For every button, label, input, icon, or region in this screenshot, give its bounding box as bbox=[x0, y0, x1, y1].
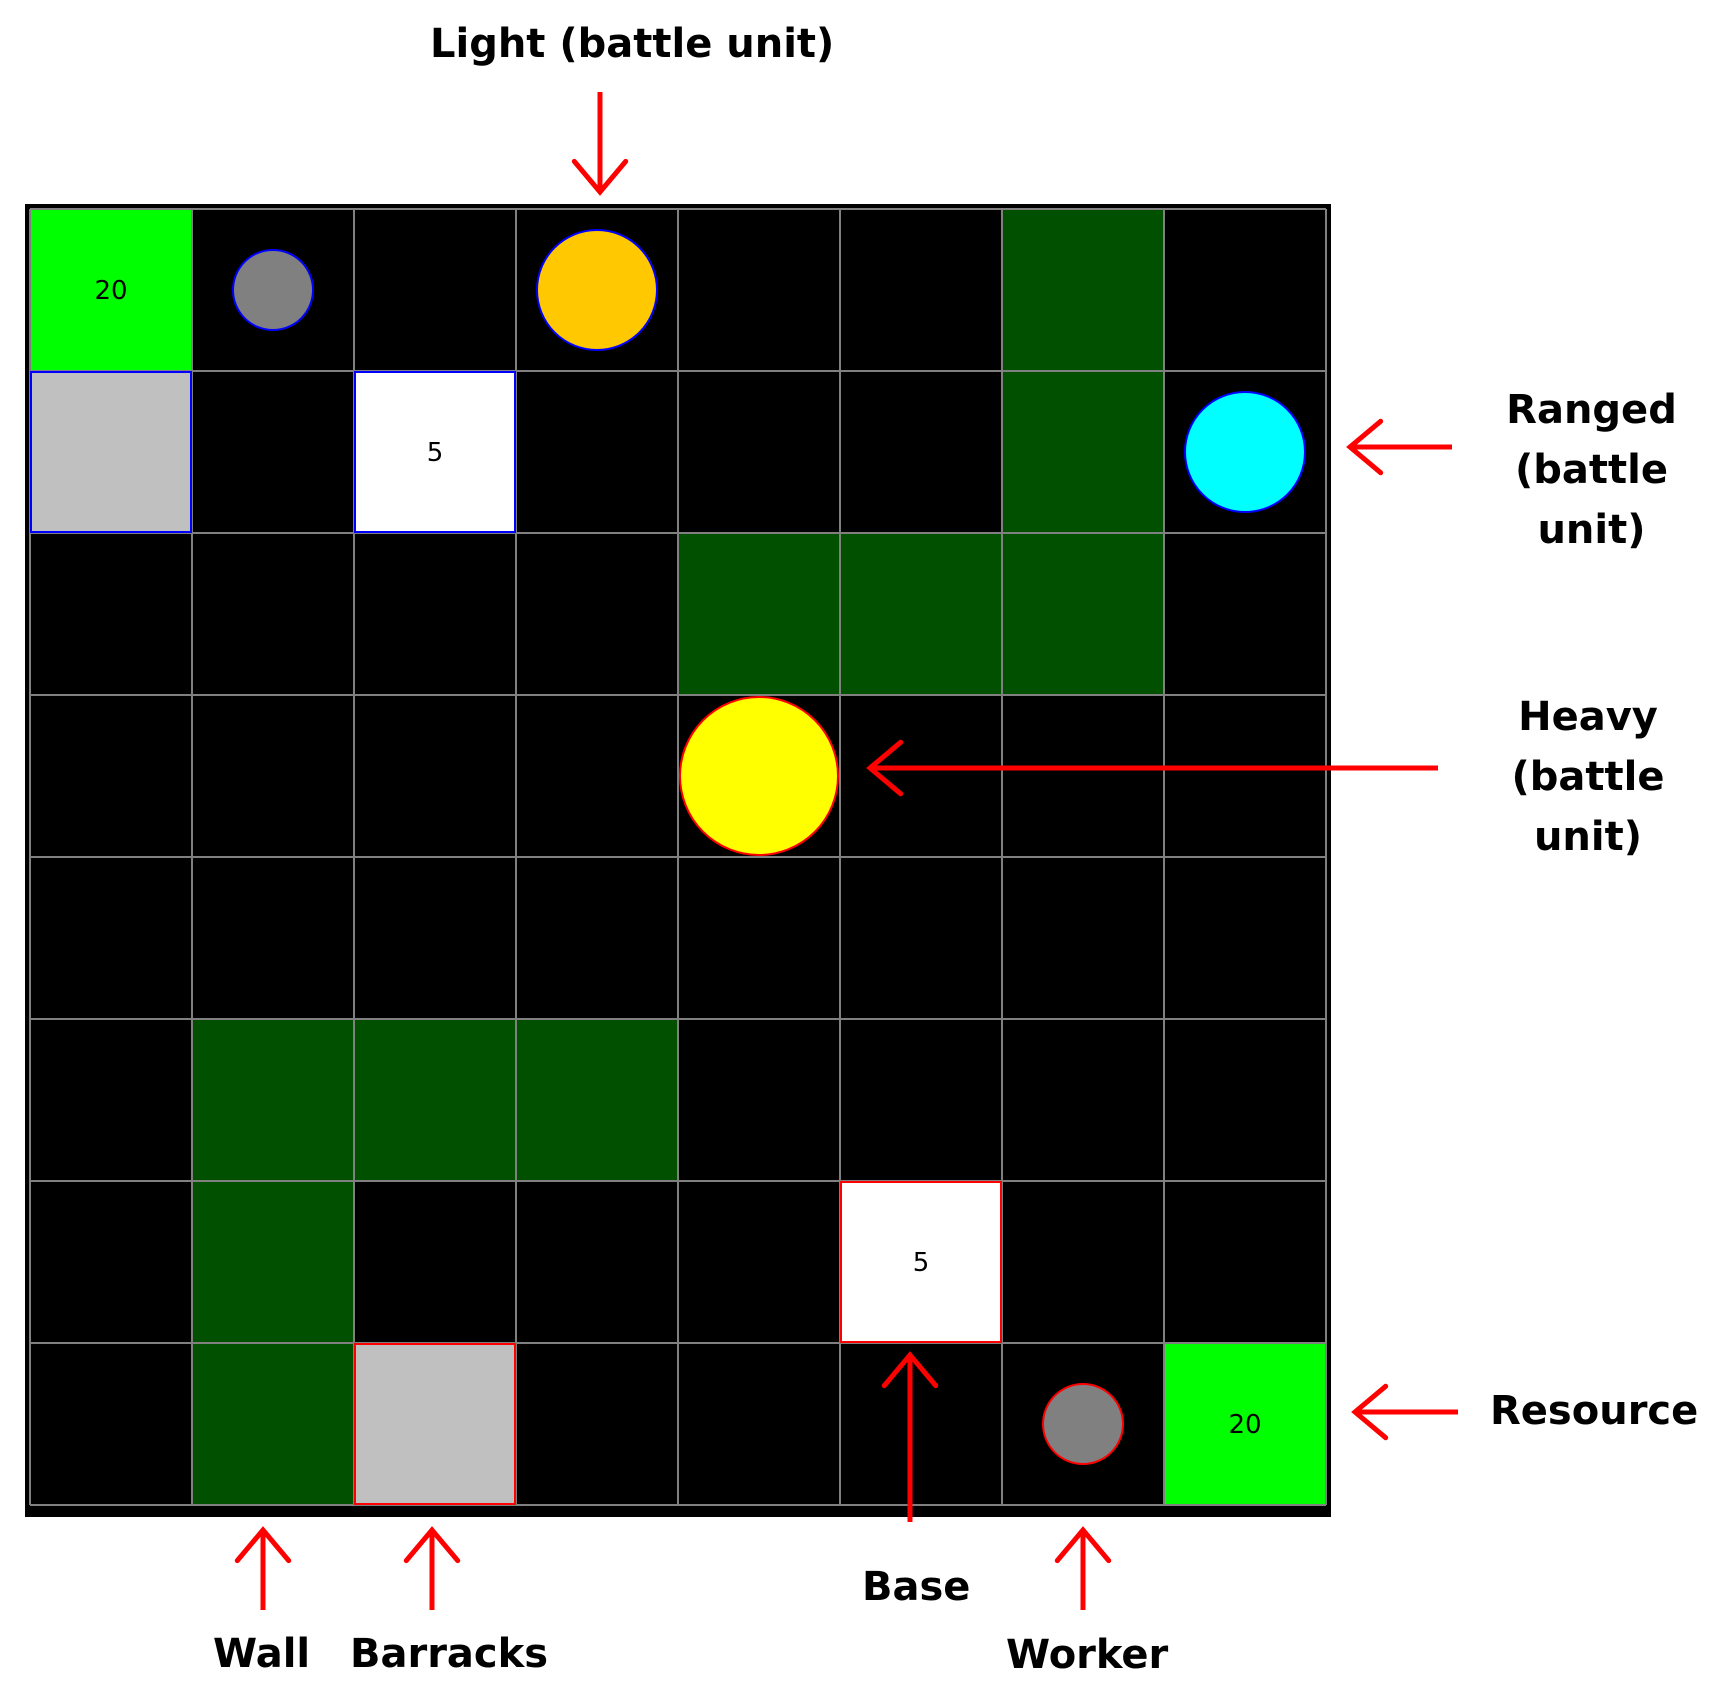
label-wall: Wall bbox=[213, 1631, 311, 1677]
game-board: 20 5 5 20 bbox=[25, 204, 1331, 1517]
label-worker: Worker bbox=[1006, 1632, 1169, 1678]
wall-cell bbox=[1002, 209, 1164, 371]
barracks-building bbox=[30, 371, 192, 533]
heavy-unit bbox=[679, 696, 839, 856]
light-unit bbox=[536, 229, 658, 351]
wall-cell bbox=[516, 1019, 678, 1181]
arrow-barracks bbox=[403, 1526, 461, 1610]
base-building bbox=[354, 371, 516, 533]
arrow-resource bbox=[1351, 1383, 1458, 1441]
wall-cell bbox=[678, 533, 840, 695]
label-light: Light (battle unit) bbox=[430, 21, 835, 67]
base-resources: 5 bbox=[427, 438, 444, 468]
resource-amount: 20 bbox=[1228, 1410, 1261, 1440]
worker-unit bbox=[232, 249, 314, 331]
game-grid: 20 5 5 20 bbox=[29, 208, 1327, 1506]
ranged-unit bbox=[1184, 391, 1306, 513]
barracks-building bbox=[354, 1343, 516, 1505]
wall-cell bbox=[1002, 371, 1164, 533]
arrow-light bbox=[571, 92, 629, 196]
resource-amount: 20 bbox=[94, 276, 127, 306]
base-building bbox=[840, 1181, 1002, 1343]
label-base: Base bbox=[862, 1564, 971, 1610]
wall-cell bbox=[354, 1019, 516, 1181]
label-barracks: Barracks bbox=[350, 1631, 549, 1677]
resource-cell bbox=[1164, 1343, 1326, 1505]
base-resources: 5 bbox=[913, 1248, 930, 1278]
resource-cell bbox=[30, 209, 192, 371]
wall-cell bbox=[192, 1181, 354, 1343]
arrow-ranged bbox=[1346, 418, 1452, 476]
wall-cell bbox=[192, 1343, 354, 1505]
label-ranged: Ranged (battle unit) bbox=[1506, 387, 1677, 553]
arrow-wall bbox=[234, 1526, 292, 1610]
wall-cell bbox=[840, 533, 1002, 695]
arrow-worker bbox=[1054, 1526, 1112, 1610]
wall-cell bbox=[192, 1019, 354, 1181]
worker-unit bbox=[1042, 1383, 1124, 1465]
label-resource: Resource bbox=[1490, 1388, 1699, 1434]
label-heavy: Heavy (battle unit) bbox=[1511, 694, 1665, 860]
wall-cell bbox=[1002, 533, 1164, 695]
